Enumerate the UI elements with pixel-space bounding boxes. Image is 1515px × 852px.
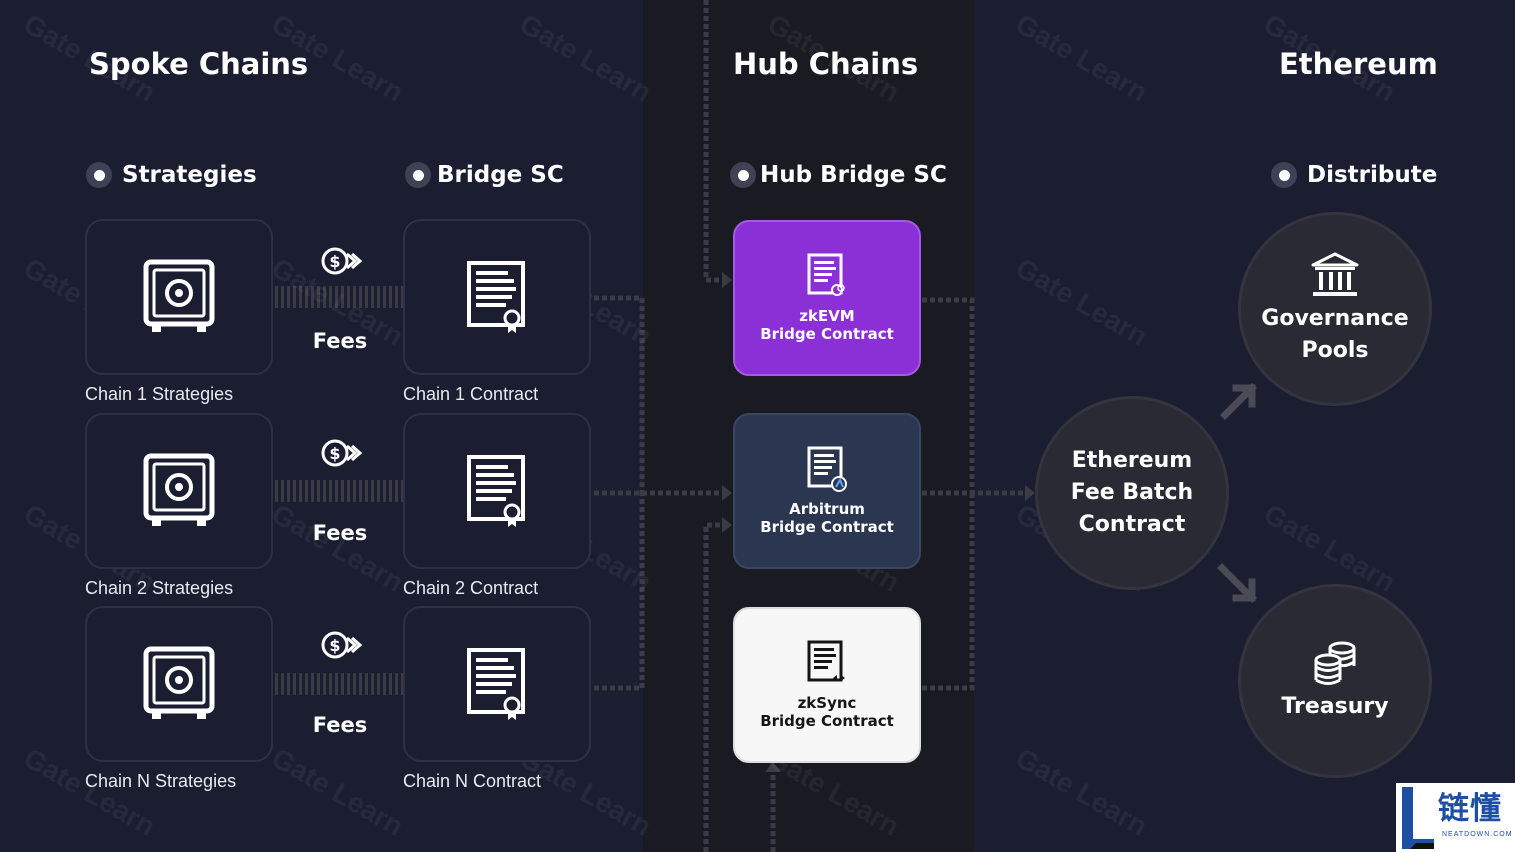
neatdown-logo: 链懂 NEATDOWN.COM [1396, 783, 1515, 852]
column-header-label: Bridge SC [437, 162, 564, 188]
arrowhead-zkevm [722, 272, 732, 288]
column-header-label: Distribute [1307, 162, 1438, 188]
dollar-coin-arrow-icon: $ [321, 439, 363, 467]
node-label: Pools [1301, 338, 1369, 363]
strategy-card-chain-n [85, 606, 273, 762]
dollar-coin-arrow-icon: $ [321, 631, 363, 659]
arrow-to-treasury-head [1232, 578, 1256, 602]
arrowhead-zksync-bottom [765, 762, 781, 772]
logo-text-en: NEATDOWN.COM [1442, 831, 1513, 838]
treasury-node: Treasury [1238, 584, 1432, 778]
strategy-card-chain-1 [85, 219, 273, 375]
strategy-label: Chain 1 Strategies [85, 384, 234, 404]
contract-card-chain-2 [403, 413, 591, 569]
strategy-label: Chain N Strategies [85, 771, 237, 791]
fees-label: Fees [312, 521, 368, 545]
column-header-bridge-sc: Bridge SC [405, 158, 564, 192]
wire-chain3-to-hub [594, 493, 645, 691]
hub-card-zkevm: zkEVM Bridge Contract [733, 220, 921, 376]
bridge-document-icon [807, 446, 847, 492]
svg-text:$: $ [329, 252, 340, 271]
svg-text:$: $ [329, 444, 340, 463]
node-label: Ethereum [1071, 448, 1193, 473]
node-label: Contract [1078, 512, 1186, 537]
wire-chain1-to-hub [594, 295, 645, 493]
strategy-label: Chain 2 Strategies [85, 578, 234, 598]
svg-text:$: $ [329, 636, 340, 655]
safe-vault-icon [143, 646, 215, 719]
contract-card-chain-n [403, 606, 591, 762]
column-header-distribute: Distribute [1271, 158, 1437, 192]
governance-pools-node: Governance Pools [1238, 212, 1432, 406]
wire-zkevm-right [922, 297, 975, 493]
section-title-ethereum: Ethereum [1279, 47, 1438, 81]
ethereum-fee-batch-contract: Ethereum Fee Batch Contract [1035, 396, 1229, 590]
radio-bullet-icon [730, 162, 756, 188]
contract-label: Chain 2 Contract [403, 578, 539, 598]
safe-vault-icon [143, 259, 215, 332]
section-title-hub: Hub Chains [733, 47, 919, 81]
contract-label: Chain N Contract [403, 771, 542, 791]
certificate-document-icon [467, 648, 525, 720]
radio-bullet-icon [405, 162, 431, 188]
arrow-to-governance-head [1232, 384, 1256, 408]
hub-card-subtitle: Bridge Contract [760, 712, 894, 730]
wire-bottom-to-arbitrum [703, 522, 722, 852]
arrow-to-treasury [1217, 563, 1257, 603]
radio-bullet-icon [86, 162, 112, 188]
fees-label: Fees [312, 329, 368, 353]
node-label: Governance [1261, 306, 1409, 331]
hub-card-arbitrum: Arbitrum Bridge Contract [733, 413, 921, 569]
column-header-label: Hub Bridge SC [760, 162, 947, 188]
bank-building-icon [1311, 252, 1359, 296]
node-label: Treasury [1281, 694, 1389, 719]
arrowhead-arbitrum-left [722, 485, 732, 501]
node-label: Fee Batch [1070, 480, 1194, 505]
strategy-card-chain-2 [85, 413, 273, 569]
logo-text-cn: 链懂 [1438, 791, 1502, 827]
hub-card-name: zkEVM [799, 307, 855, 325]
logo-mark-icon [1402, 787, 1434, 849]
contract-label: Chain 1 Contract [403, 384, 539, 404]
hub-card-subtitle: Bridge Contract [760, 325, 894, 343]
certificate-document-icon [467, 261, 525, 333]
hub-card-name: zkSync [797, 694, 857, 712]
fees-label: Fees [312, 713, 368, 737]
column-header-strategies: Strategies [86, 158, 257, 192]
bridge-document-icon [807, 253, 845, 296]
arrowhead-arbitrum-left-low [722, 517, 732, 533]
certificate-document-icon [467, 455, 525, 527]
wire-top-to-zkevm [703, 0, 722, 283]
arrowhead-feebatch [1025, 485, 1035, 501]
coin-stack-icon [1314, 641, 1356, 685]
hub-card-zksync: zkSync Bridge Contract [733, 607, 921, 763]
section-title-spoke: Spoke Chains [89, 47, 309, 81]
hub-card-subtitle: Bridge Contract [760, 518, 894, 536]
wire-zksync-right [922, 493, 975, 691]
arrow-to-governance [1220, 383, 1257, 420]
radio-bullet-icon [1271, 162, 1297, 188]
dollar-coin-arrow-icon: $ [321, 247, 363, 275]
column-header-label: Strategies [122, 162, 257, 188]
hub-card-name: Arbitrum [789, 500, 865, 518]
bridge-document-icon [807, 640, 845, 682]
safe-vault-icon [143, 453, 215, 526]
contract-card-chain-1 [403, 219, 591, 375]
column-header-hub-bridge-sc: Hub Bridge SC [730, 158, 947, 192]
